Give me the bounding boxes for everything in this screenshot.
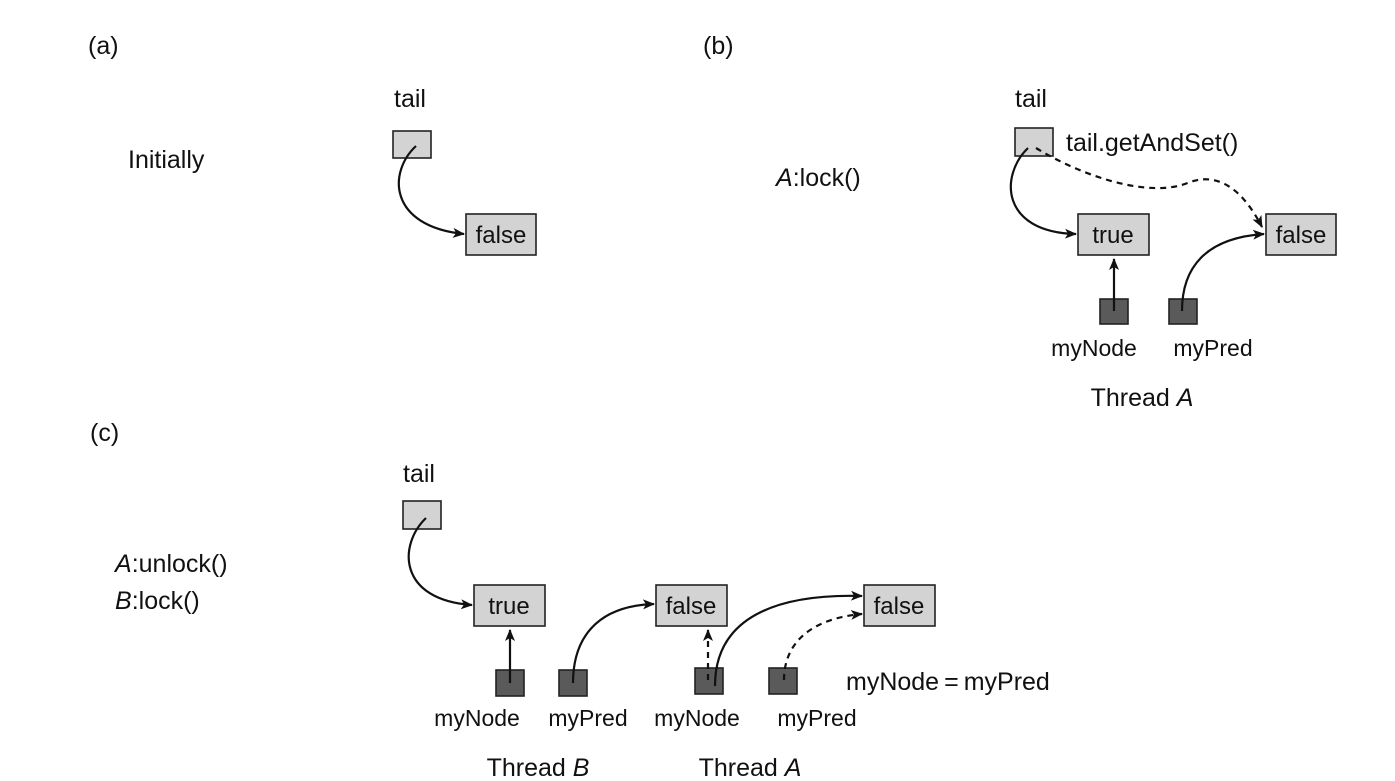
panel-b-mynode-box: [1099, 298, 1129, 325]
panel-b-mypred-arrow: [1180, 229, 1265, 312]
panel-b-caption: A:lock(): [774, 164, 861, 192]
panel-a-tail-label: tail: [394, 85, 426, 113]
panel-c-node-true: [473, 584, 546, 627]
panel-c-threadA-mynode-label: myNode: [654, 705, 740, 731]
panel-c-tail-box: [402, 500, 442, 530]
panel-b-tail-to-true-arrow: [1009, 147, 1077, 239]
panel-b-caption-thread: A: [774, 164, 793, 192]
panel-c-line1-call: :unlock(): [132, 550, 228, 578]
panel-c-label: (c): [90, 419, 119, 447]
panel-a-caption: Initially: [128, 146, 205, 174]
panel-a-node-false: [465, 213, 537, 256]
panel-c-threadA-mypred-box: [768, 667, 798, 695]
panel-b-node-false-text: false: [1276, 222, 1327, 249]
panel-a-tail-box: [392, 130, 432, 159]
panel-b-node-true-text: true: [1092, 222, 1133, 249]
panel-a-label: (a): [88, 32, 119, 60]
panel-c-caption-line1: A:unlock(): [113, 550, 228, 578]
panel-b-thread-name: A: [1175, 384, 1194, 412]
panel-c-threadB-mypred-label: myPred: [548, 705, 627, 731]
panel-b-mynode-label: myNode: [1051, 335, 1137, 361]
panel-c-threadA-prefix: Thread: [699, 754, 785, 781]
panel-c-assign-note: myNode = myPred: [846, 668, 1050, 696]
panel-c-threadA-mypred-arrow: [782, 609, 863, 681]
panel-c-threadA-label: Thread A: [699, 754, 802, 781]
panel-c-threadB-mynode-label: myNode: [434, 705, 520, 731]
panel-a-tail-arrow: [397, 145, 465, 238]
panel-c-threadB-prefix: Thread: [487, 754, 573, 781]
panel-c-caption-line2: B:lock(): [115, 587, 200, 615]
panel-b: (b) A:lock() tail tail.getAndSet() true …: [703, 32, 1337, 412]
panel-c-threadB-name: B: [573, 754, 590, 781]
panel-c-node-false-2: [863, 584, 936, 627]
panel-c-threadB-mypred-arrow: [571, 599, 655, 684]
panel-c: (c) A:unlock() B:lock() tail true false …: [90, 419, 1050, 781]
panel-a: (a) Initially tail false: [88, 32, 537, 256]
panel-c-threadA-mynode-box: [694, 667, 724, 695]
panel-c-threadA-mynode-arrow: [713, 590, 863, 687]
panel-b-mypred-label: myPred: [1173, 335, 1252, 361]
panel-b-label: (b): [703, 32, 734, 60]
panel-b-thread-label: Thread A: [1091, 384, 1194, 412]
panel-b-caption-call: :lock(): [793, 164, 861, 192]
panel-c-line1-thread: A: [113, 550, 132, 578]
panel-b-getandset-arrow: [1035, 147, 1263, 228]
panel-c-threadA-name: A: [783, 754, 802, 781]
panel-b-node-false: [1265, 213, 1337, 256]
panel-c-tail-to-true-arrow: [407, 517, 473, 610]
panel-b-tail-box: [1014, 127, 1054, 157]
panel-c-node-false-1-text: false: [666, 593, 717, 620]
panel-b-tail-op: tail.getAndSet(): [1066, 129, 1238, 157]
panel-b-tail-label: tail: [1015, 85, 1047, 113]
panel-c-node-false-1: [655, 584, 728, 627]
panel-c-line2-thread: B: [115, 587, 132, 615]
panel-c-threadA-mypred-label: myPred: [777, 705, 856, 731]
panel-c-line2-call: :lock(): [132, 587, 200, 615]
panel-c-tail-label: tail: [403, 460, 435, 488]
panel-a-node-false-text: false: [476, 222, 527, 249]
panel-c-threadB-label: Thread B: [487, 754, 590, 781]
panel-b-node-true: [1077, 213, 1150, 256]
panel-c-node-false-2-text: false: [874, 593, 925, 620]
panel-c-node-true-text: true: [488, 593, 529, 620]
panel-b-thread-prefix: Thread: [1091, 384, 1177, 412]
